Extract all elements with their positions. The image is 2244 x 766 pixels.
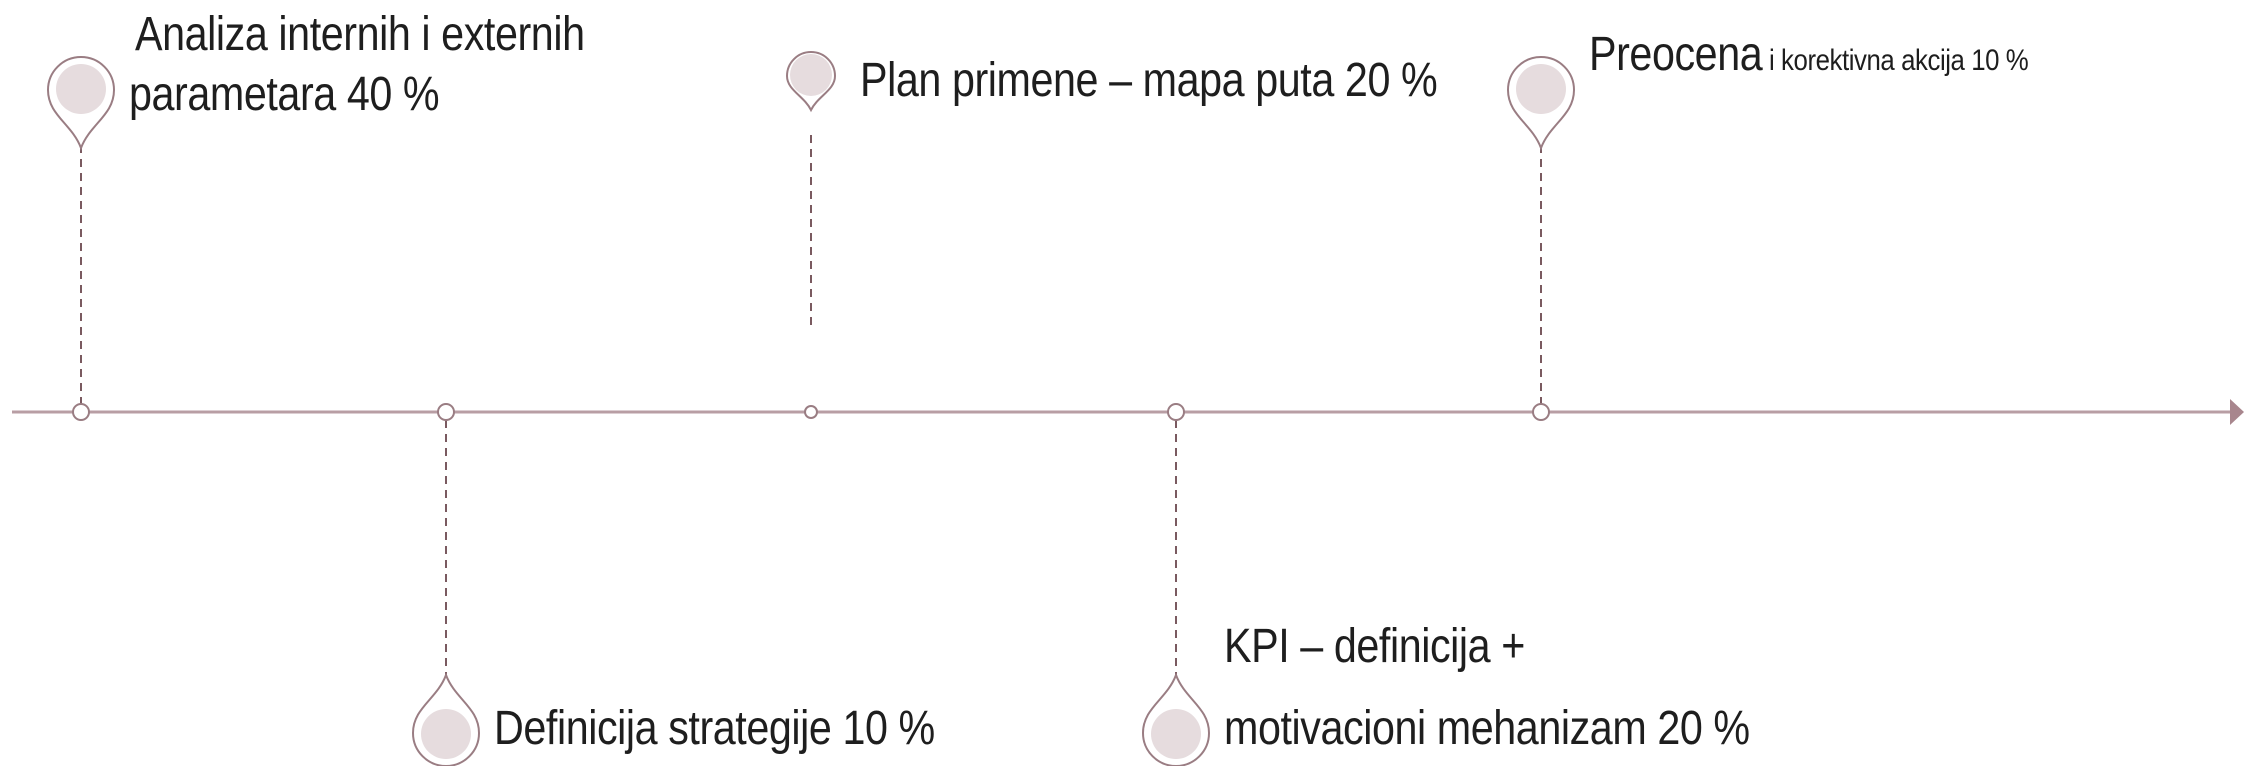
milestone-label-line: Analiza internih i externih (135, 8, 585, 61)
map-pin-icon (1506, 56, 1576, 151)
map-pin-icon (1141, 672, 1211, 766)
map-pin-icon (785, 51, 837, 113)
milestone-label-main: Preocena (1589, 28, 1763, 81)
milestone-label-line: Plan primene – mapa puta 20 % (860, 54, 1438, 107)
milestone-label-kpi: KPI – definicija + (1224, 618, 1525, 676)
milestone-label-line: parametara 40 % (129, 68, 440, 121)
milestone-label-definicija-strategije: Definicija strategije 10 % (494, 700, 935, 758)
timeline-node-icon (804, 405, 818, 419)
milestone-label-kpi-line2: motivacioni mehanizam 20 % (1224, 700, 1750, 758)
map-pin-icon (411, 672, 481, 766)
timeline-node-icon (1167, 403, 1185, 421)
milestone-label-line: KPI – definicija + (1224, 620, 1525, 673)
timeline-node-icon (1532, 403, 1550, 421)
map-pin-icon (46, 56, 116, 151)
milestone-label-line: motivacioni mehanizam 20 % (1224, 702, 1750, 755)
milestone-label-analiza: Analiza internih i externih (135, 6, 585, 64)
arrow-right-icon (2230, 399, 2244, 425)
milestone-label-analiza-line2: parametara 40 % (129, 66, 440, 124)
milestone-label-line: Definicija strategije 10 % (494, 702, 935, 755)
timeline-node-icon (72, 403, 90, 421)
milestone-label-preocena: Preocena i korektivna akcija 10 % (1589, 26, 2029, 84)
timeline-node-icon (437, 403, 455, 421)
milestone-label-suffix: i korektivna akcija 10 % (1762, 44, 2029, 77)
milestone-label-plan-primene: Plan primene – mapa puta 20 % (860, 52, 1438, 110)
